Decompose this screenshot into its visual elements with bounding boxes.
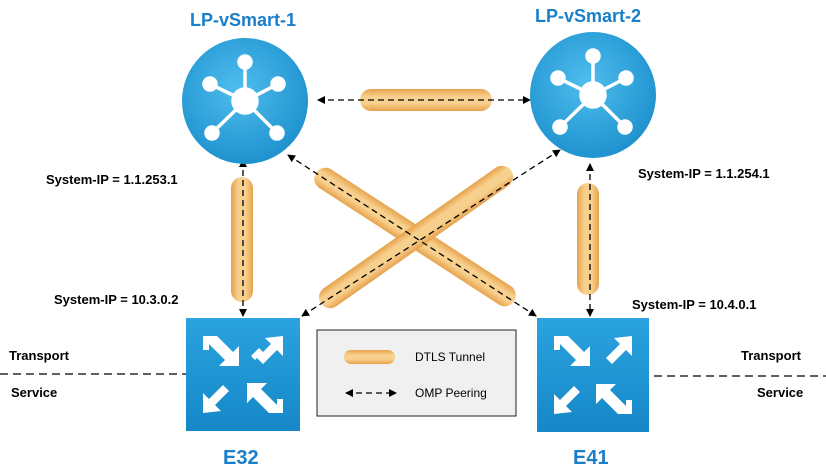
hub-spokes-icon <box>202 54 286 141</box>
e32-title: E32 <box>223 447 259 469</box>
legend-box <box>316 329 517 417</box>
service-label-right: Service <box>757 385 804 400</box>
vsmart2-system-ip: System-IP = 1.1.254.1 <box>638 166 770 181</box>
hub-spokes-icon <box>550 48 634 135</box>
dtls-tunnel-vsmart1-e32 <box>231 177 253 302</box>
router-arrows-icon <box>203 336 283 413</box>
vsmart-controller-1 <box>182 38 308 164</box>
router-arrows-icon <box>554 336 632 414</box>
legend: DTLS Tunnel OMP Peering <box>316 329 517 417</box>
e41-system-ip: System-IP = 10.4.0.1 <box>632 297 757 312</box>
legend-tunnel-swatch <box>344 350 395 364</box>
dtls-tunnel-vsmart2-e41 <box>577 183 599 295</box>
edge-router-e32 <box>186 318 300 431</box>
omp-peering-vsmart2-e32 <box>301 149 561 317</box>
legend-peering-label: OMP Peering <box>415 386 487 400</box>
vsmart1-title: LP-vSmart-1 <box>190 10 297 30</box>
router-icon <box>186 318 300 431</box>
edge-router-e41 <box>537 318 649 432</box>
transport-label-left: Transport <box>9 348 69 363</box>
router-icon <box>537 318 649 432</box>
e41-title: E41 <box>573 447 609 469</box>
e32-system-ip: System-IP = 10.3.0.2 <box>54 292 179 307</box>
legend-tunnel-label: DTLS Tunnel <box>415 350 485 364</box>
vsmart-controller-2 <box>530 32 656 158</box>
vsmart1-system-ip: System-IP = 1.1.253.1 <box>46 172 178 187</box>
omp-peerings <box>239 96 594 317</box>
vsmart2-title: LP-vSmart-2 <box>535 6 642 26</box>
transport-label-right: Transport <box>741 348 801 363</box>
service-label-left: Service <box>11 385 58 400</box>
